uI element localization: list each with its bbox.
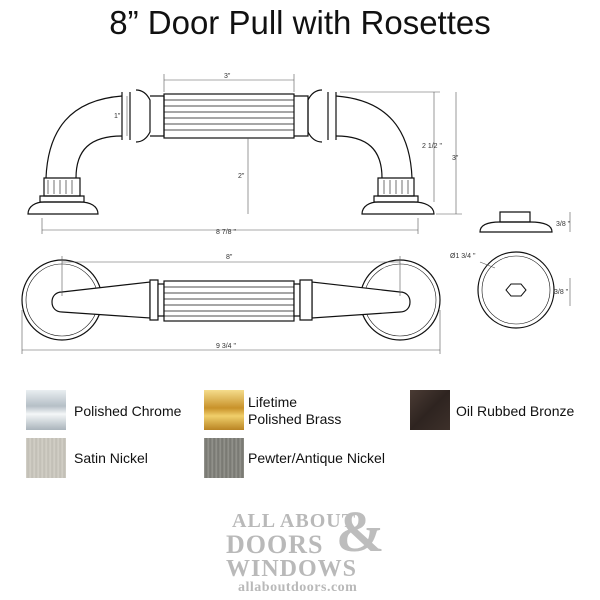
dim-rosette-diameter: Ø1 3/4 " [450, 253, 476, 260]
all-about-doors-logo: ALL ABOUT DOORS & WINDOWS allaboutdoors.… [200, 499, 400, 600]
dim-base-width: 8 7/8 " [216, 229, 237, 236]
dim-clearance: 2" [238, 173, 245, 180]
rosette-side-view-icon [479, 211, 553, 233]
top-view-dimensions [21, 256, 441, 354]
swatch-polished-brass [204, 390, 244, 430]
technical-drawing: 3" 1" 2" 2 1/2 " 3" 8 7/8 " 3/8 " [21, 73, 571, 354]
door-pull-side-view-icon [27, 89, 435, 215]
finish-label-oil-rubbed-bronze: Oil Rubbed Bronze [456, 403, 575, 419]
swatch-pewter-antique-nickel [204, 438, 244, 478]
logo-line-all-about: ALL ABOUT [232, 510, 357, 532]
logo-url: allaboutdoors.com [238, 580, 358, 595]
logo-ampersand: & [336, 499, 385, 564]
rosette-front-view-icon [477, 251, 555, 329]
page-title: 8” Door Pull with Rosettes [109, 4, 491, 41]
swatch-oil-rubbed-bronze [410, 390, 450, 430]
finish-label-satin-nickel: Satin Nickel [74, 450, 148, 466]
dim-rosette-height: 3/8 " [556, 221, 571, 228]
finish-label-polished-chrome: Polished Chrome [74, 403, 182, 419]
swatch-polished-chrome [26, 390, 66, 430]
swatch-satin-nickel [26, 438, 66, 478]
door-pull-top-view-icon [21, 259, 441, 341]
dim-grip-length: 3" [224, 73, 231, 80]
dim-height-left: 2 1/2 " [422, 143, 443, 150]
logo-line-doors: DOORS [226, 530, 324, 559]
dim-center-to-center: 8" [226, 254, 233, 261]
dim-grip-diameter: 1" [114, 113, 121, 120]
dim-hex-offset: 3/8 " [554, 289, 569, 296]
finish-label-polished-brass: Lifetime Polished Brass [248, 394, 342, 427]
logo-line-windows: WINDOWS [226, 556, 358, 582]
dim-height-right: 3" [452, 155, 459, 162]
side-view-dimensions [41, 74, 462, 234]
finish-label-pewter-antique-nickel: Pewter/Antique Nickel [248, 450, 385, 466]
dim-overall-length: 9 3/4 " [216, 343, 237, 350]
